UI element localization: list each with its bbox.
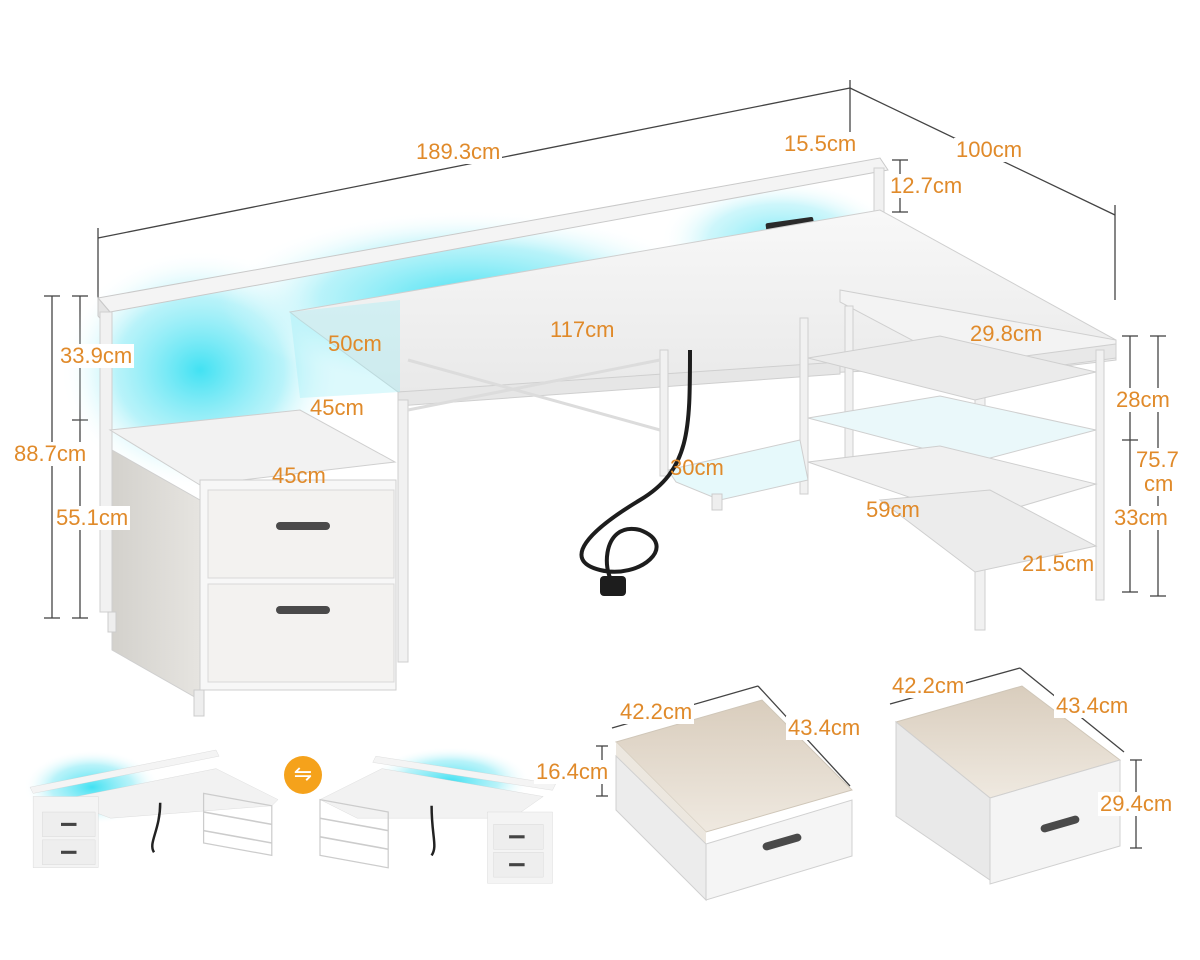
dim-desk-height-2: cm [1142,471,1176,496]
dim-monitor-stand: 50cm [328,331,382,356]
dim-shelf-length: 59cm [866,497,920,522]
dim-drawer-large-depth: 43.4cm [1054,693,1131,718]
dim-drawer-large-width: 42.2cm [890,673,967,698]
main-desk [60,157,1117,717]
dim-drawer-small-depth: 43.4cm [786,715,863,740]
thumbnail-right [319,746,556,884]
thumbnail-left [23,749,279,868]
dim-shelf-width: 30cm [670,455,724,480]
drawer-large [894,685,1122,885]
dim-overall-height: 88.7cm [12,441,89,466]
dim-total-length: 189.3cm [414,139,503,164]
dim-hutch-depth: 15.5cm [782,131,859,156]
dim-stand-depth: 45cm [310,395,364,420]
dim-lower-height: 55.1cm [54,505,131,530]
dim-desk-height-1: 75.7 [1134,447,1181,472]
dim-drawer-large-height: 29.4cm [1098,791,1175,816]
dim-drawer-small-height: 16.4cm [534,759,611,784]
dim-upper-height: 33.9cm [58,343,135,368]
dim-hutch-height: 12.7cm [888,173,965,198]
dim-side-length: 100cm [954,137,1025,162]
dim-shelf-gap-bottom: 33cm [1112,505,1170,530]
dim-cabinet-depth: 45cm [272,463,326,488]
dim-shelf-gap-top: 28cm [1114,387,1172,412]
dim-side-top: 29.8cm [970,321,1043,346]
dim-drawer-small-width: 42.2cm [618,699,695,724]
dim-bottom-clearance: 21.5cm [1022,551,1095,576]
dim-main-top: 117cm [550,317,615,342]
swap-arrows-icon: ⇋ [284,756,322,794]
